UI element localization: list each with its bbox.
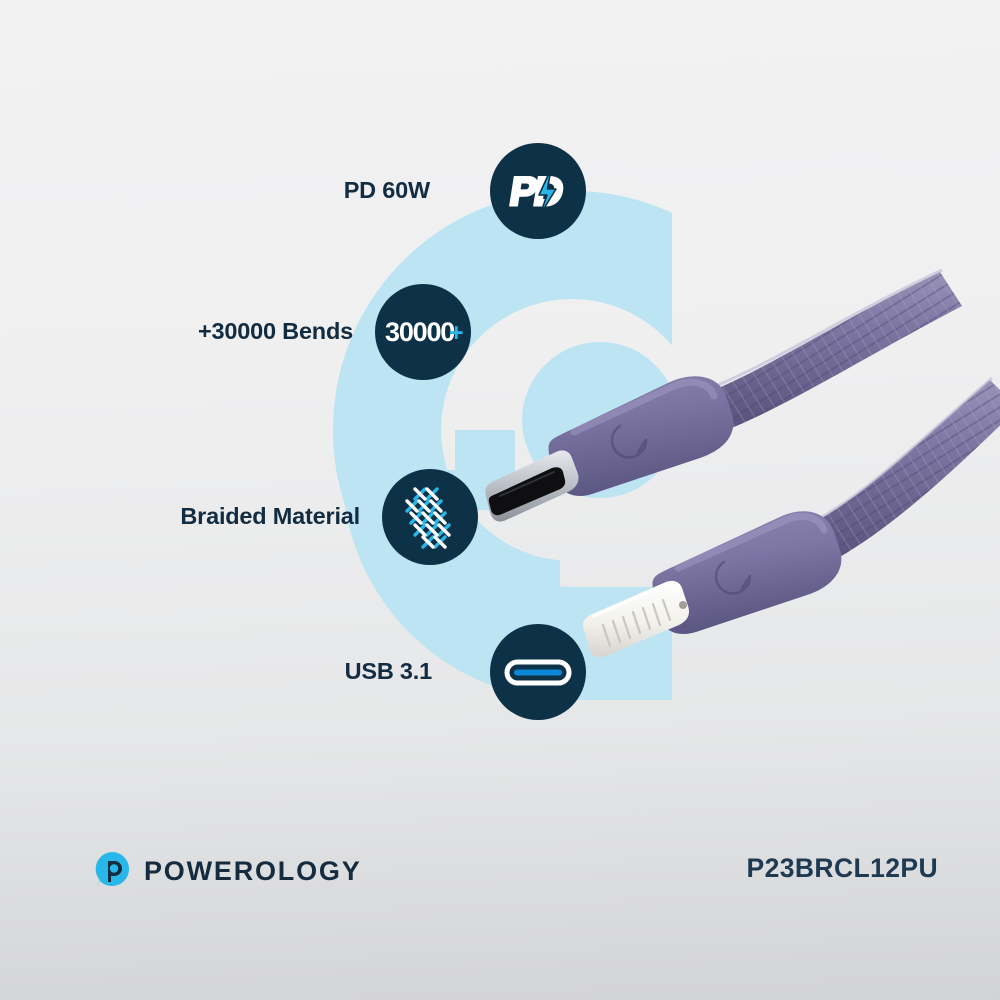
product-image	[485, 268, 1000, 658]
powerology-logo-icon	[95, 852, 130, 888]
bend-count-value: 30000	[385, 317, 454, 347]
feature-row-pd: PD 60W P D	[180, 143, 586, 239]
lightning-connector	[582, 511, 842, 658]
feature-label-pd: PD 60W	[343, 177, 430, 204]
embossed-logo	[610, 424, 648, 459]
braided-weave-icon	[382, 469, 478, 565]
embossed-logo	[714, 560, 752, 595]
brand-lockup: POWEROLOGY	[93, 845, 362, 897]
feature-row-braid: Braided Material	[0, 469, 478, 565]
footer: POWEROLOGY P23BRCL12PU	[0, 845, 1000, 940]
feature-row-bends: +30000 Bends 30000 +	[0, 284, 471, 380]
feature-label-bends: +30000 Bends	[197, 318, 353, 345]
pd-power-delivery-icon: P D	[490, 143, 586, 239]
feature-row-usb: USB 3.1	[180, 624, 586, 720]
usb-c-connector	[485, 376, 734, 522]
bend-count-icon: 30000 +	[375, 284, 471, 380]
usb-c-port-icon	[490, 624, 586, 720]
svg-text:P: P	[507, 169, 541, 214]
product-sku: P23BRCL12PU	[746, 853, 938, 883]
feature-label-usb: USB 3.1	[344, 658, 433, 685]
feature-label-braid: Braided Material	[180, 503, 360, 530]
bend-count-plus: +	[449, 319, 464, 347]
brand-name: POWEROLOGY	[144, 855, 362, 886]
